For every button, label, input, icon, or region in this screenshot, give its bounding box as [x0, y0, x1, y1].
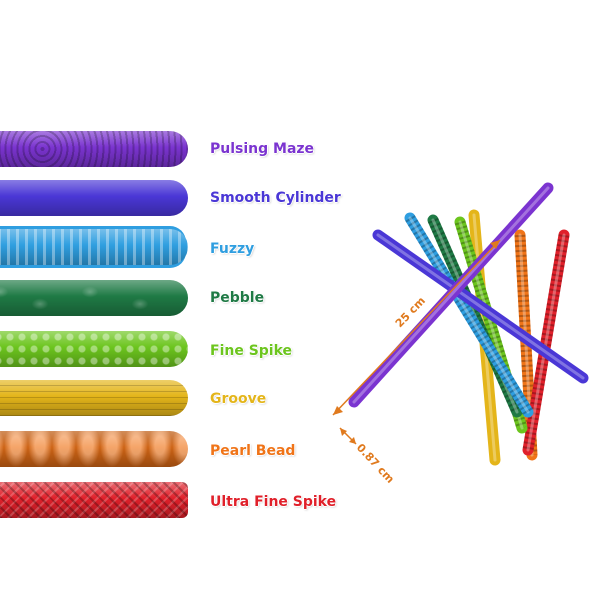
stick-fine-spike	[0, 331, 188, 367]
stick-bundle	[348, 182, 589, 466]
stick-label: Fine Spike	[210, 343, 293, 359]
diameter-dimension: 0.87 cm	[339, 427, 397, 486]
stick-bundle-illustration: 25 cm 0.87 cm	[332, 182, 589, 486]
purple-stick	[348, 182, 554, 408]
stick-pebble	[0, 280, 188, 316]
red-stick	[522, 229, 570, 456]
stick-fuzzy	[0, 229, 188, 265]
stick-label: Pearl Bead	[210, 443, 296, 459]
blue-stick	[372, 229, 589, 384]
diameter-label: 0.87 cm	[354, 441, 397, 486]
stick-pulsing-maze	[0, 131, 188, 167]
stick-label: Groove	[210, 391, 267, 407]
stick-label: Smooth Cylinder	[210, 190, 341, 206]
stick-groove	[0, 380, 188, 416]
stick-pearl-bead	[0, 431, 188, 467]
stick-label: Fuzzy	[210, 241, 255, 257]
stick-ultra-fine-spike	[0, 482, 188, 518]
stick-label: Ultra Fine Spike	[210, 494, 337, 510]
stick-smooth-cylinder	[0, 180, 188, 216]
sky-stick	[404, 212, 534, 418]
stick-label: Pebble	[210, 290, 265, 306]
stick-label: Pulsing Maze	[210, 141, 315, 157]
